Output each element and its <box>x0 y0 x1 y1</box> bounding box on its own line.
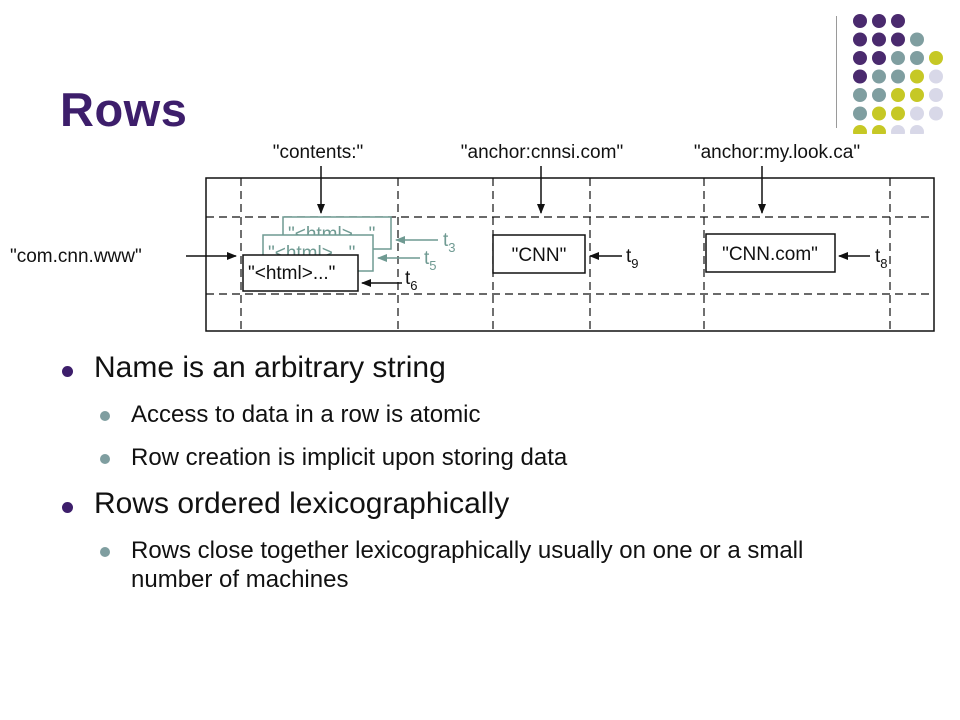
sub-bullet-dot-icon <box>100 454 110 464</box>
decor-dot-icon <box>891 14 905 28</box>
timestamp-label-t9: t9 <box>626 246 639 271</box>
bullet-level1: Name is an arbitrary string <box>0 350 960 386</box>
title-divider-line <box>836 16 837 128</box>
bullet-text: Rows ordered lexicographically <box>94 487 510 520</box>
contents-version-text-t6: "<html>..." <box>248 263 335 284</box>
sub-bullet-text: Rows close together lexicographically us… <box>131 537 804 593</box>
sub-bullet-text: Row creation is implicit upon storing da… <box>131 444 568 471</box>
decor-dot-icon <box>853 88 867 102</box>
decor-dot-icon <box>929 106 943 121</box>
decor-dot-icon <box>929 88 943 102</box>
decor-dot-icon <box>929 69 943 84</box>
anchor-mylook-cell-text: "CNN.com" <box>722 244 818 265</box>
decor-dot-icon <box>872 106 886 121</box>
slide-title: Rows <box>60 83 188 136</box>
decor-dot-icon <box>872 51 886 65</box>
timestamp-label-t3: t3 <box>443 230 456 255</box>
decor-dot-icon <box>910 32 924 47</box>
decor-dot-icon <box>853 32 867 47</box>
bullet-list: Name is an arbitrary string Access to da… <box>0 340 960 594</box>
bullet-level1: Rows ordered lexicographically <box>0 486 960 522</box>
sub-bullet-text: Access to data in a row is atomic <box>131 401 481 428</box>
bullet-dot-icon <box>62 502 73 513</box>
column-label-contents: "contents:" <box>273 142 364 163</box>
bigtable-row-diagram: "contents:" "anchor:cnnsi.com" "anchor:m… <box>10 142 935 332</box>
decor-dot-icon <box>853 125 867 134</box>
decor-dot-icon <box>910 125 924 134</box>
decor-dot-icon <box>910 51 924 65</box>
decor-dot-icon <box>872 125 886 134</box>
decor-dot-icon <box>891 69 905 84</box>
sub-bullet-dot-icon <box>100 547 110 557</box>
decor-dot-icon <box>853 69 867 84</box>
bullet-text: Name is an arbitrary string <box>94 351 446 384</box>
decor-dot-icon <box>872 88 886 102</box>
decor-dot-icon <box>891 106 905 121</box>
timestamp-label-t5: t5 <box>424 248 437 273</box>
decor-dot-icon <box>853 14 867 28</box>
decor-dot-icon <box>872 32 886 47</box>
timestamp-label-t8: t8 <box>875 246 888 271</box>
decor-dot-icon <box>853 106 867 121</box>
decor-dot-icon <box>910 106 924 121</box>
bullet-level2: Row creation is implicit upon storing da… <box>0 443 960 472</box>
column-label-anchor-mylook: "anchor:my.look.ca" <box>694 142 860 163</box>
row-key-label: "com.cnn.www" <box>10 246 142 267</box>
anchor-cnnsi-cell-box <box>492 234 586 274</box>
column-label-anchor-cnnsi: "anchor:cnnsi.com" <box>461 142 623 163</box>
decorative-dot-grid <box>853 14 943 134</box>
anchor-cnnsi-cell-text: "CNN" <box>512 245 567 266</box>
bullet-dot-icon <box>62 366 73 377</box>
sub-bullet-dot-icon <box>100 411 110 421</box>
decor-dot-icon <box>910 88 924 102</box>
decor-dot-icon <box>872 69 886 84</box>
decor-dot-icon <box>891 32 905 47</box>
bullet-level2: Access to data in a row is atomic <box>0 400 960 429</box>
decor-dot-icon <box>853 51 867 65</box>
decor-dot-icon <box>891 51 905 65</box>
timestamp-label-t6: t6 <box>405 268 418 293</box>
decor-dot-icon <box>891 88 905 102</box>
decor-dot-icon <box>929 51 943 65</box>
contents-version-box-t6 <box>242 254 359 292</box>
decor-dot-icon <box>910 69 924 84</box>
decor-dot-icon <box>872 14 886 28</box>
bullet-level2: Rows close together lexicographically us… <box>0 536 960 594</box>
table-frame <box>205 177 935 332</box>
anchor-mylook-cell-box <box>705 233 836 273</box>
decor-dot-icon <box>891 125 905 134</box>
